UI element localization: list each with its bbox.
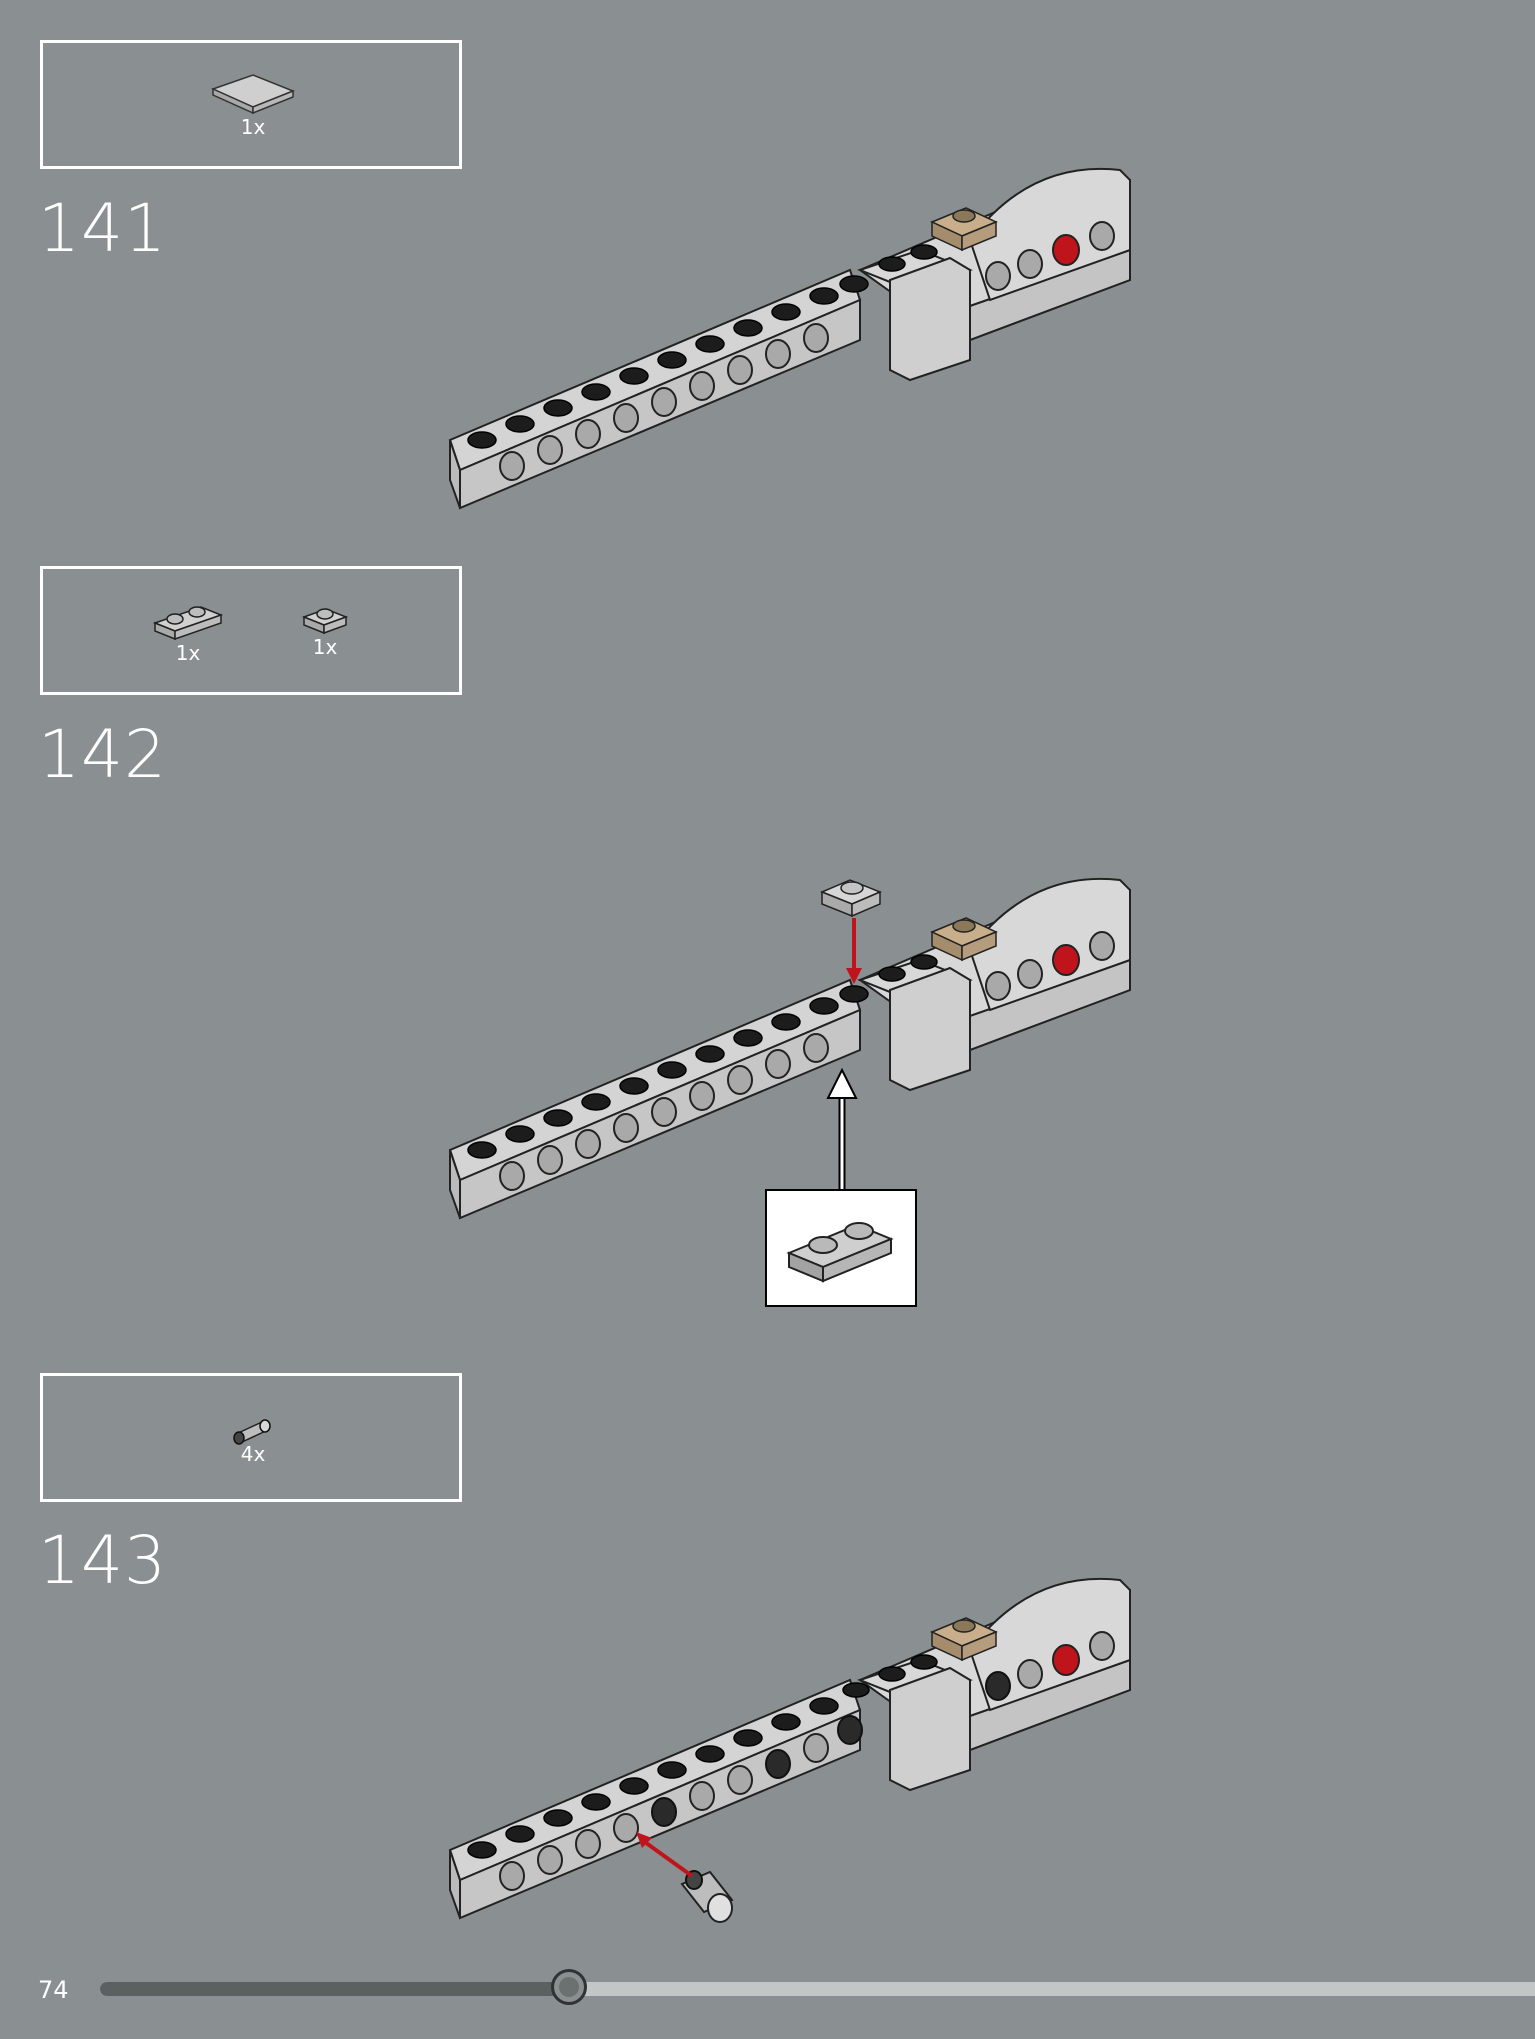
progress-handle[interactable] [551, 1969, 587, 2005]
plate-1x2-icon [152, 606, 224, 641]
part-plate-1x1: 1x [295, 599, 355, 659]
model-assembly-step-141 [430, 140, 1150, 520]
model-assembly-step-143 [430, 1550, 1150, 1930]
progress-bar-fill [100, 1982, 569, 1996]
pin-icon [233, 1419, 271, 1445]
part-pin: 4x [223, 1412, 283, 1466]
sub-assembly-callout [765, 1189, 917, 1307]
plate-1x2-icon [786, 1222, 894, 1283]
part-quantity: 1x [175, 641, 201, 665]
arrow-insert-icon [640, 1838, 694, 1878]
step-number: 143 [38, 1522, 167, 1599]
parts-list-step-142: 1x 1x [40, 566, 462, 695]
part-plate-1x2: 1x [148, 599, 228, 665]
plate-1x1-icon [301, 608, 349, 635]
part-tile-2x2: 1x [203, 67, 303, 139]
model-assembly-step-142 [430, 850, 1150, 1230]
step-number: 142 [38, 716, 167, 793]
parts-list-step-143: 4x [40, 1373, 462, 1502]
part-quantity: 4x [240, 1442, 266, 1466]
parts-list-step-141: 1x [40, 40, 462, 169]
part-quantity: 1x [240, 115, 266, 139]
part-quantity: 1x [312, 635, 338, 659]
step-number: 141 [38, 190, 167, 267]
page-number: 74 [38, 1976, 69, 2004]
progress-bar[interactable] [100, 1969, 1535, 2005]
tile-2x2-icon [210, 74, 296, 115]
